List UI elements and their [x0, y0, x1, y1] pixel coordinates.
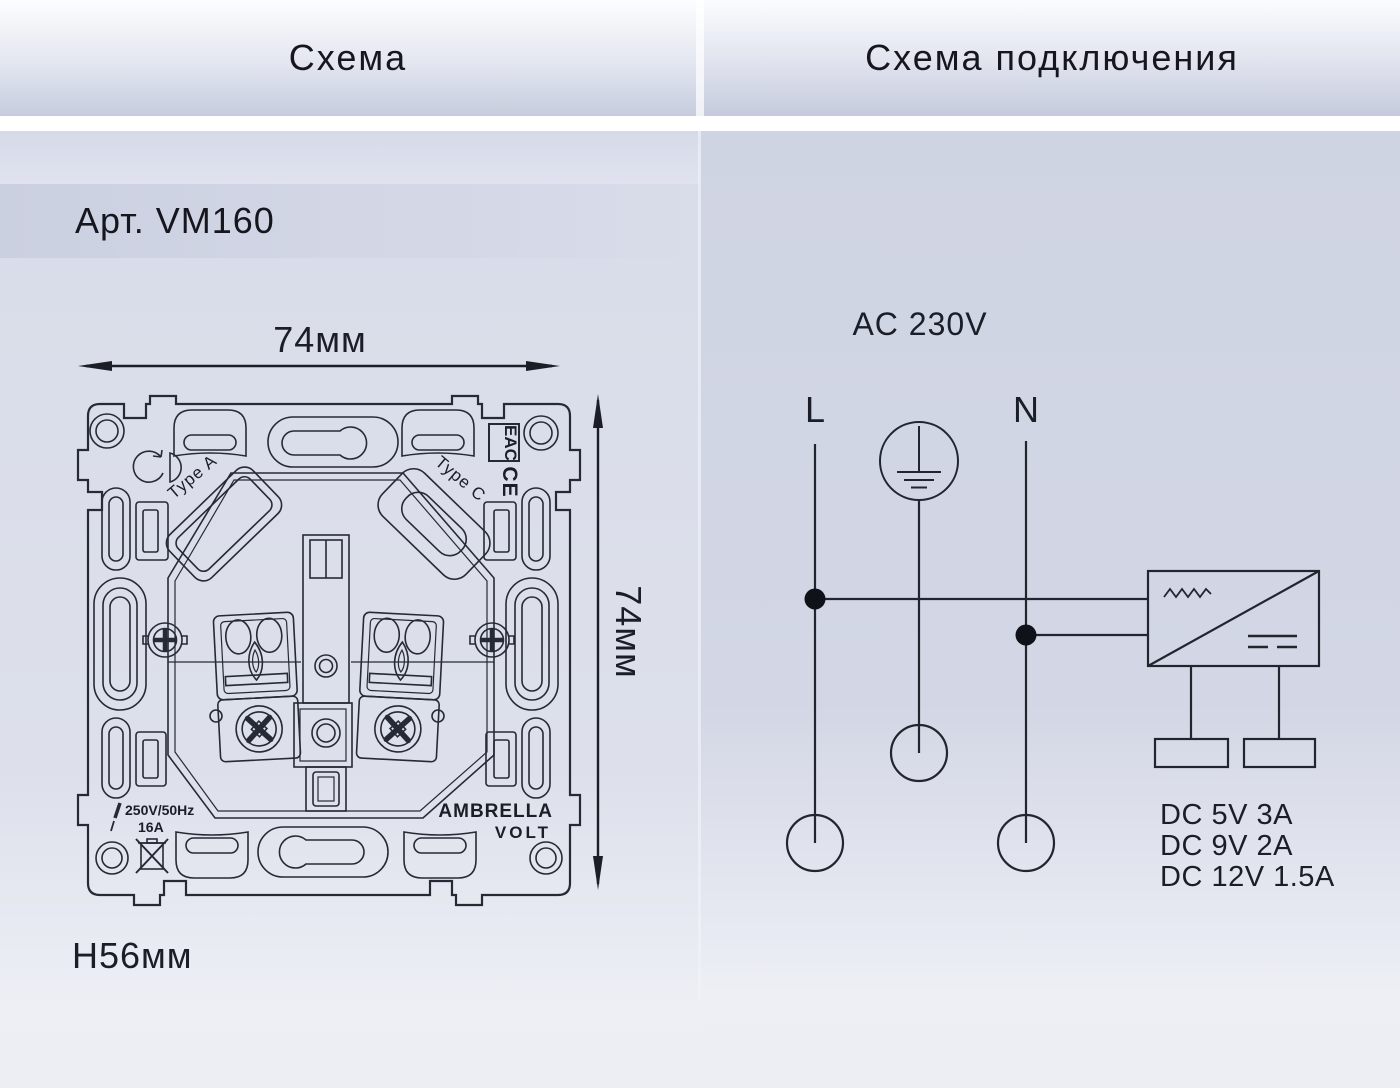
central-column — [293, 534, 353, 812]
usb-type-c-module — [377, 467, 491, 581]
header-left-panel: Схема — [0, 0, 696, 116]
side-slot-lower-left — [101, 717, 167, 799]
side-slot-upper-right — [483, 487, 551, 571]
header-right-panel: Схема подключения — [704, 0, 1400, 116]
left-panel-title: Схема — [288, 37, 408, 78]
left-drawing-area — [0, 258, 700, 1088]
panel-divider — [698, 131, 701, 1001]
dc-output-spec-3: DC 12V 1.5A — [1160, 861, 1335, 893]
wiring-schematic: AC 230V L N DC 5V 3A DC 9V 2A DC 12V 1. — [785, 306, 1335, 893]
oval-slot-right — [505, 577, 559, 711]
usb-type-c-label: Type C — [432, 452, 490, 505]
width-dimension-label: 74мм — [273, 319, 367, 360]
claw-slot-bottom-right — [403, 831, 477, 879]
right-panel-title: Схема подключения — [865, 37, 1239, 78]
keyhole-slot-bottom — [257, 826, 389, 878]
article-band: Арт. VM160 — [0, 184, 700, 258]
eac-mark-label: EAC — [501, 425, 520, 461]
terminal-clamp-left — [212, 611, 302, 763]
side-screw-left — [142, 622, 188, 658]
converter-box-icon — [1146, 569, 1321, 668]
dc-output-spec-2: DC 9V 2A — [1160, 830, 1293, 862]
dc-output-terminal-right — [1242, 737, 1317, 769]
screwdriver-icon — [110, 802, 122, 832]
pivot-hole-right — [431, 709, 445, 723]
claw-slot-bottom-left — [175, 831, 249, 879]
usb-type-a-label: Type A — [164, 451, 221, 503]
keyhole-slot-top — [267, 416, 399, 468]
live-wire-label: L — [805, 389, 825, 430]
side-screw-right — [469, 622, 515, 658]
junction-dot-neutral — [1015, 624, 1037, 646]
width-dimension — [78, 361, 560, 371]
rating-voltage-label: 250V/50Hz — [125, 802, 194, 818]
claw-slot-top-left — [173, 409, 247, 457]
side-slot-upper-left — [101, 487, 169, 571]
article-label: Арт. VM160 — [75, 200, 275, 241]
brand-name-label-2: VOLT — [495, 823, 551, 842]
inner-module-area — [167, 472, 495, 819]
height-dimension — [593, 394, 603, 890]
side-slot-lower-right — [485, 717, 551, 799]
junction-dot-live — [804, 588, 826, 610]
technical-drawing: 74мм 74мм H56мм — [72, 319, 649, 976]
neutral-wire-label: N — [1013, 389, 1039, 430]
height-dimension-label: 74мм — [608, 585, 649, 679]
depth-dimension-label: H56мм — [72, 935, 193, 976]
ce-mark-label: CE — [498, 466, 521, 497]
brand-name-label: AMBRELLA — [438, 801, 553, 822]
terminal-circle-neutral — [996, 813, 1056, 873]
terminal-circle-ground — [889, 723, 949, 783]
right-diagram-area — [700, 131, 1400, 1088]
rating-current-label: 16A — [138, 819, 164, 835]
dc-output-terminal-left — [1153, 737, 1230, 769]
dc-output-spec-1: DC 5V 3A — [1160, 799, 1293, 831]
header-separator-strip — [0, 116, 1400, 131]
left-upper-band — [0, 131, 700, 184]
ac-voltage-label: AC 230V — [852, 306, 987, 342]
usb-type-a-module — [165, 466, 283, 582]
no-trash-icon — [135, 838, 169, 874]
socket-mechanism — [76, 394, 582, 907]
pivot-hole-left — [209, 709, 223, 723]
header-divider — [696, 0, 704, 116]
ground-icon — [879, 421, 959, 501]
terminal-circle-live — [785, 813, 845, 873]
oval-slot-left — [93, 577, 147, 711]
claw-slot-top-right — [401, 409, 475, 457]
terminal-clamp-right — [355, 611, 445, 763]
corner-screw-holes — [89, 413, 563, 875]
eac-mark-box — [488, 423, 520, 462]
